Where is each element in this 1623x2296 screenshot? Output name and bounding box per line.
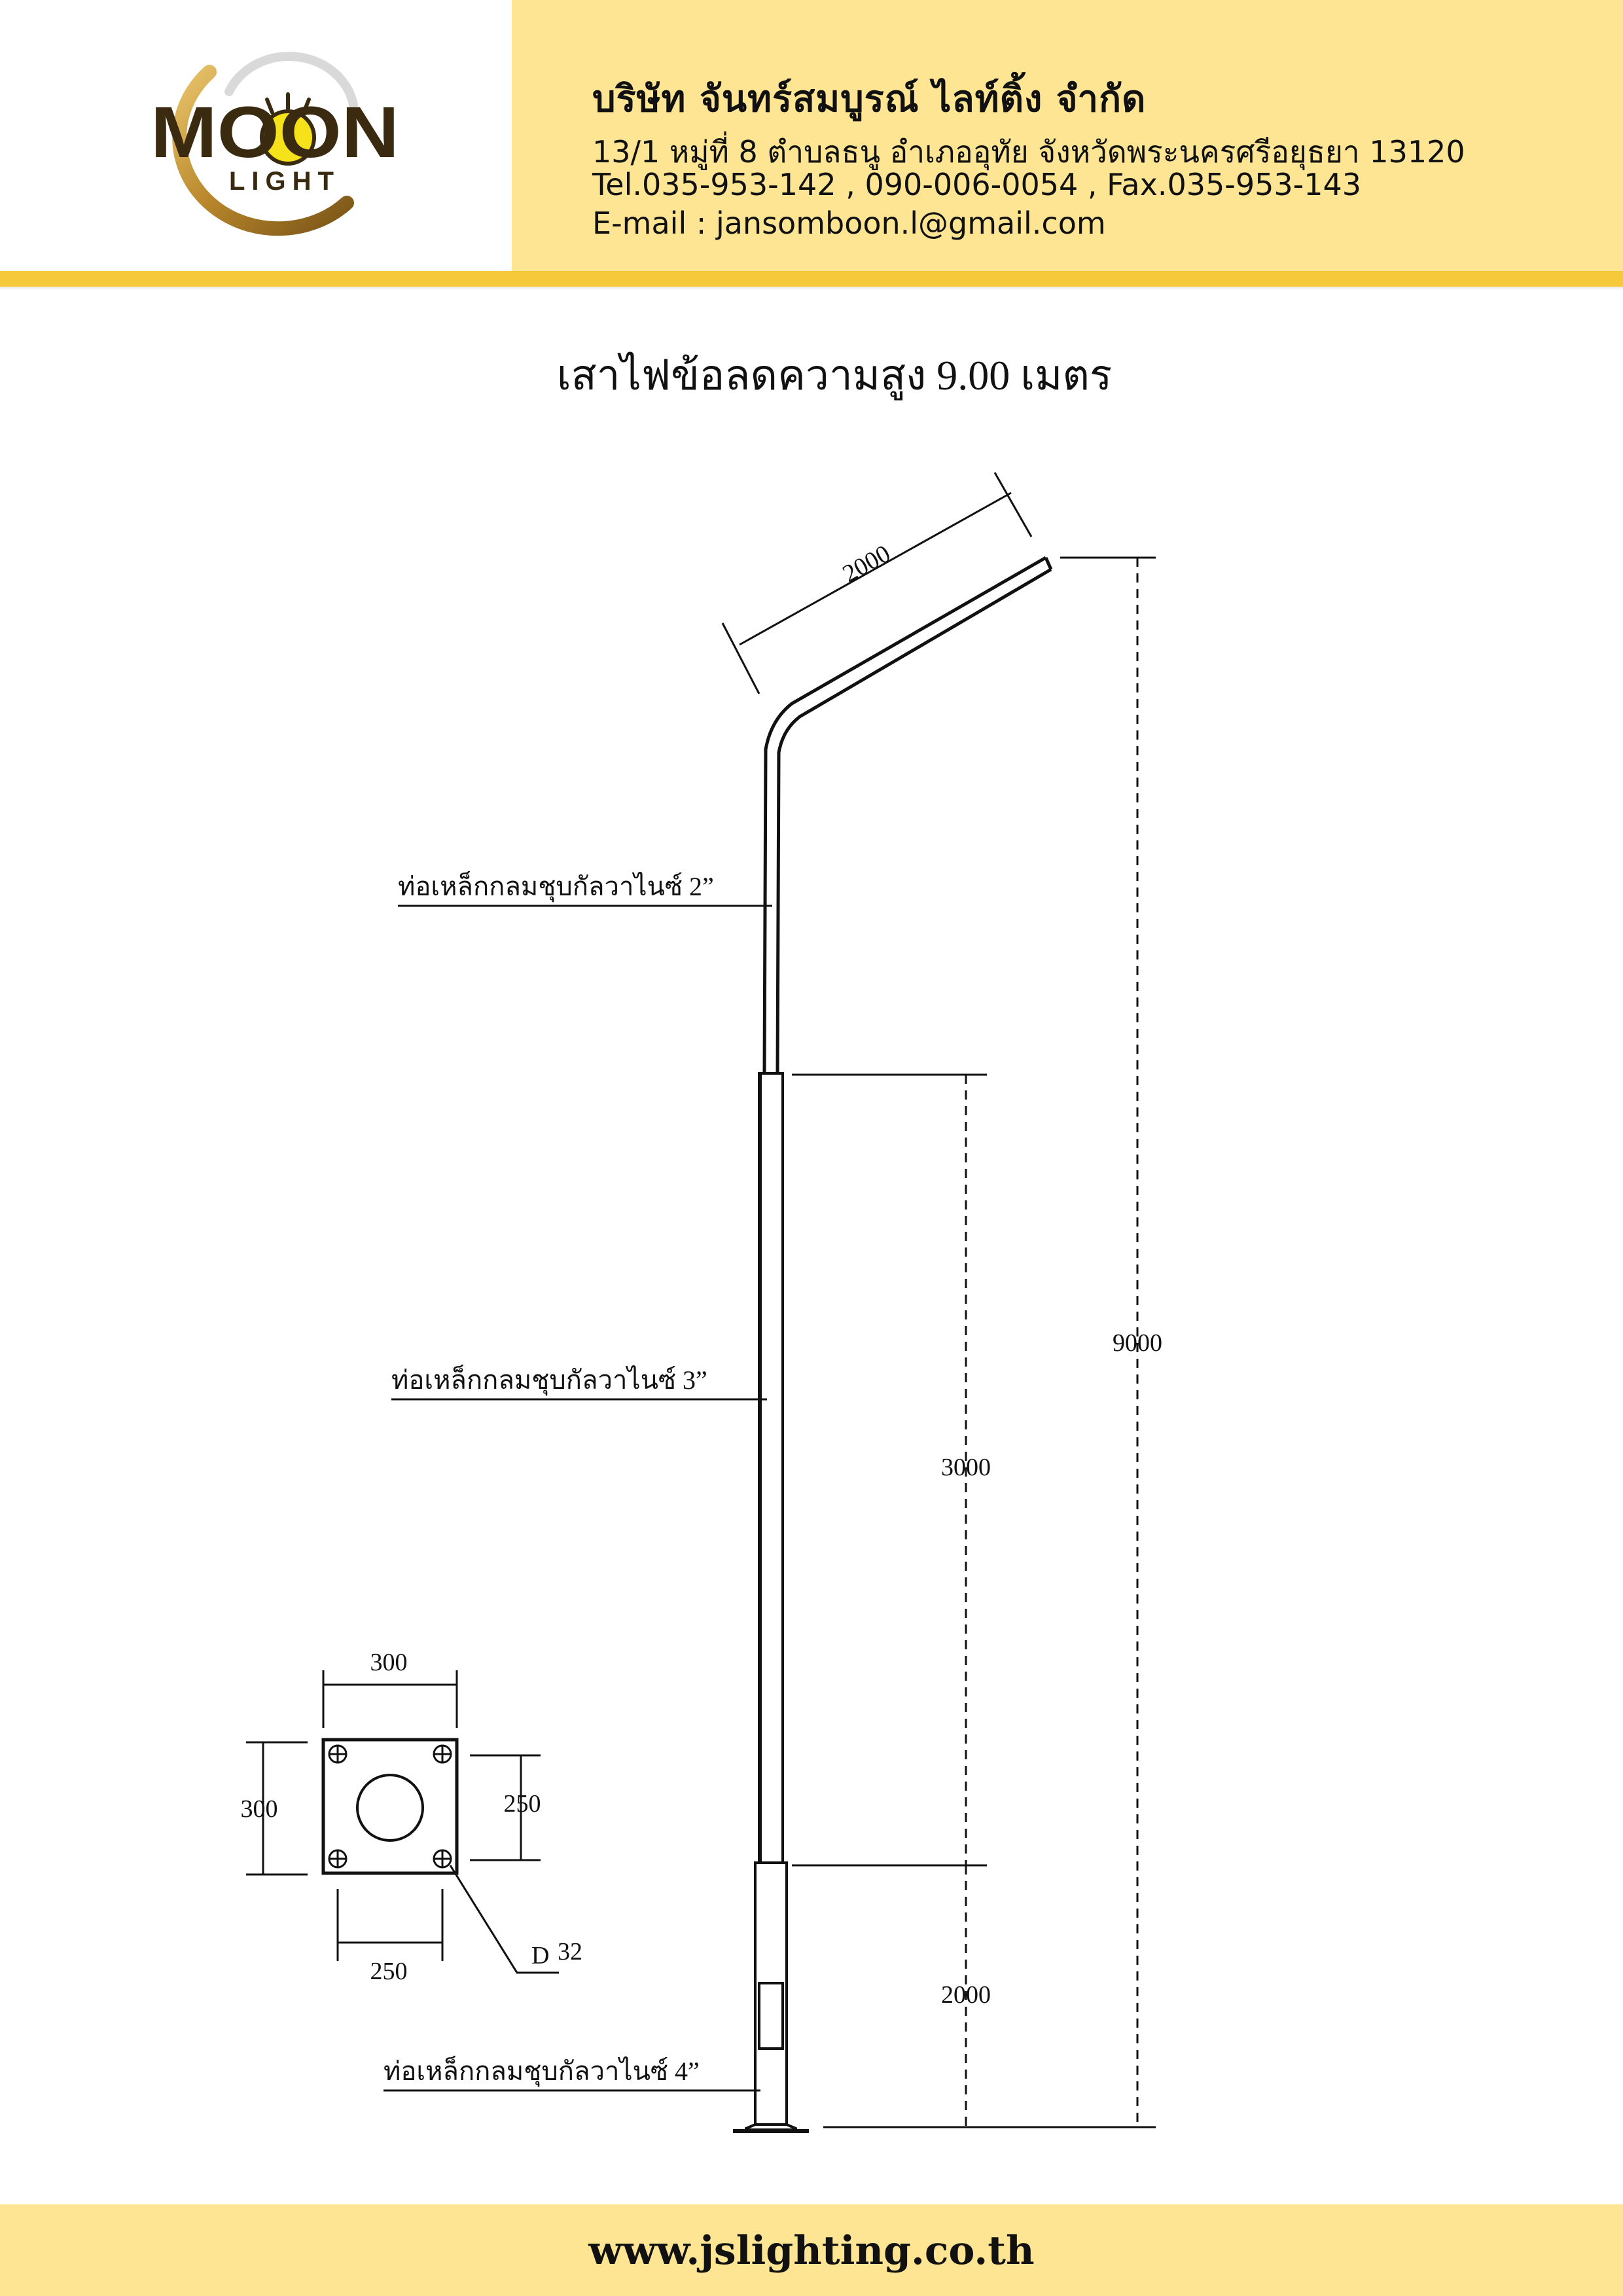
header-divider-bar <box>0 271 1623 287</box>
header-logo-area: MOON LIGHT <box>0 0 512 271</box>
company-address: 13/1 หมู่ที่ 8 ตำบลธนู อำเภออุทัย จังหวั… <box>592 134 1465 170</box>
company-phone: Tel.035-953-142 , 090-006-0054 , Fax.035… <box>592 167 1362 202</box>
pole-technical-drawing: เสาไฟข้อลดความสูง 9.00 เมตร ท่อเหล็กกลมช… <box>241 351 1162 2133</box>
logo-text: MOON <box>151 92 399 173</box>
dim-hole-spacing-h: 250 <box>370 1958 408 1985</box>
bolt-symbol: D <box>531 1942 549 1969</box>
bolt-leader-line <box>449 1865 559 1974</box>
company-email: E-mail : jansomboon.l@gmail.com <box>592 206 1106 241</box>
pole-arm-inner <box>776 567 1052 1074</box>
label-pipe-4in: ท่อเหล็กกลมชุบกัลวาไนซ์ 4” <box>383 2055 700 2087</box>
footer-website-url: www.jslighting.co.th <box>588 2228 1035 2274</box>
base-plate-bolt-holes <box>328 1744 452 1869</box>
dim-plate-width: 300 <box>370 1649 408 1676</box>
dim-arm-length: 2000 <box>838 540 895 588</box>
dim-bottom-section: 2000 <box>941 1981 991 2009</box>
label-pipe-3in: ท่อเหล็กกลมชุบกัลวาไนซ์ 3” <box>391 1364 707 1396</box>
pole-bottom-section <box>754 1861 788 2126</box>
header-shadow <box>0 287 1623 291</box>
company-logo: MOON LIGHT <box>151 52 399 236</box>
label-pipe-2in: ท่อเหล็กกลมชุบกัลวาไนซ์ 2” <box>398 870 714 903</box>
footer: www.jslighting.co.th <box>0 2204 1623 2296</box>
logo-subtext: LIGHT <box>229 167 340 196</box>
dim-plate-height: 300 <box>241 1795 278 1823</box>
company-name: บริษัท จันทร์สมบูรณ์ ไลท์ติ้ง จำกัด <box>592 78 1147 120</box>
pole-arm <box>762 556 1047 1074</box>
dim-total-height: 9000 <box>1113 1329 1162 1357</box>
dim-mid-section: 3000 <box>941 1454 991 1481</box>
header-info-area <box>512 0 1623 271</box>
drawing-title: เสาไฟข้อลดความสูง 9.00 เมตร <box>557 351 1113 401</box>
dim-bolt-diameter: 32 <box>558 1938 582 1965</box>
dim-arm-line <box>739 492 1012 646</box>
pole-mid-section <box>758 1072 784 1864</box>
pole-access-door <box>758 1982 784 2050</box>
dim-hole-spacing-v: 250 <box>504 1790 541 1818</box>
base-plate-center-hole <box>356 1774 424 1842</box>
base-plate <box>321 1738 459 1875</box>
